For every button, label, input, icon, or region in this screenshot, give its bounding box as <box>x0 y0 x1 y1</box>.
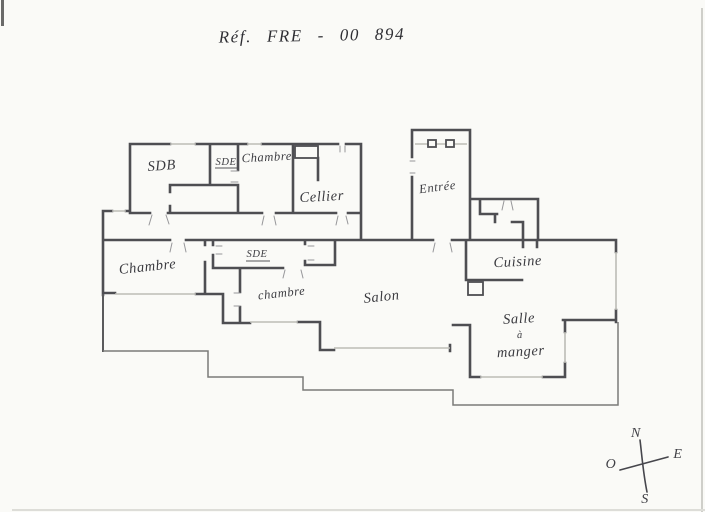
wall-lines <box>101 128 618 379</box>
salle-line-1: Salle <box>503 310 536 328</box>
salle-line-2: à <box>517 330 523 341</box>
room-label-salle-a-manger: Salle à manger <box>496 310 545 361</box>
entree-window-post <box>445 139 455 148</box>
compass-south-label: S <box>641 492 649 507</box>
reference-title: Réf. FRE - 00 894 <box>218 24 406 46</box>
window-lines <box>112 143 617 378</box>
scan-edge-artifact <box>701 8 703 512</box>
room-label-cuisine: Cuisine <box>493 253 542 272</box>
cellier-closet-box <box>294 145 319 159</box>
compass-west-label: O <box>606 457 617 472</box>
compass-cross-lines <box>619 439 669 493</box>
scan-edge-artifact <box>1 0 4 26</box>
door-tick-marks <box>148 145 514 307</box>
room-label-chambre-left: Chambre <box>118 256 177 278</box>
cuisine-sink-box <box>467 281 484 296</box>
room-label-entree: Entrée <box>417 178 456 197</box>
room-label-sde-middle: SDE <box>246 249 267 260</box>
room-label-chambre-top: Chambre <box>241 149 292 166</box>
room-label-chambre-middle: chambre <box>257 284 306 303</box>
compass-east-label: E <box>672 447 682 462</box>
entree-window-post <box>427 139 437 148</box>
scan-edge-artifact <box>12 509 705 511</box>
salle-line-3: manger <box>496 343 545 361</box>
compass-rose: N O E S <box>606 426 682 507</box>
compass-north-label: N <box>630 426 641 441</box>
room-label-salon: Salon <box>363 287 401 307</box>
label-underlines <box>215 167 270 262</box>
room-label-sdb: SDB <box>147 157 176 175</box>
terrace-outline <box>103 322 619 406</box>
room-label-cellier: Cellier <box>299 188 344 206</box>
room-label-sde-top: SDE <box>215 157 236 168</box>
